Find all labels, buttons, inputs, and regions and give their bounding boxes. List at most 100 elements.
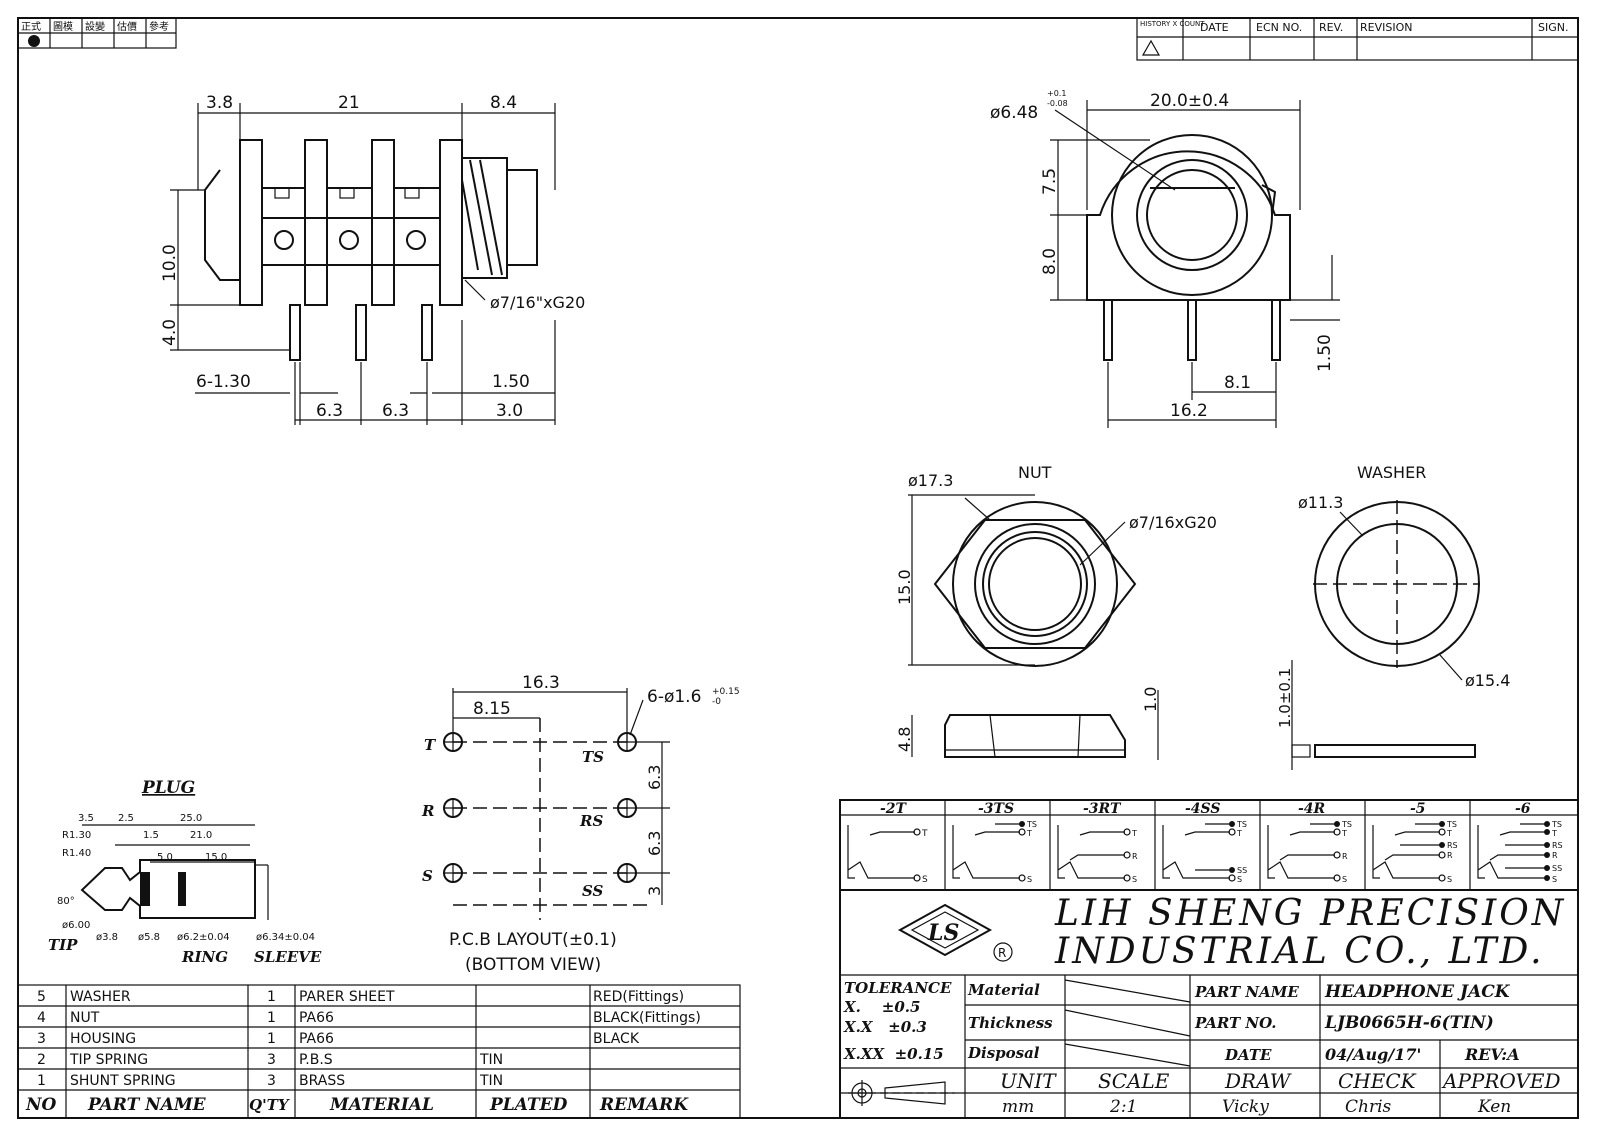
nut-thread: ø7/16xG20 — [1129, 513, 1217, 532]
washer-thickness: 1.0±0.1 — [1276, 668, 1294, 728]
thickness-label: Thickness — [968, 1014, 1053, 1032]
pcb-caption-2: (BOTTOM VIEW) — [465, 955, 601, 975]
vp-2-2: S — [1132, 875, 1137, 884]
pcb-dim-total: 16.3 — [522, 673, 560, 693]
plug-dim-5: 21.0 — [190, 830, 212, 841]
corner-h0: 正式 — [21, 20, 41, 33]
tolerance-title: TOLERANCE — [844, 979, 952, 997]
vp-4-0: TS — [1341, 820, 1352, 829]
corner-header: 正式 圖模 設變 估價 參考 — [17, 17, 177, 49]
rev-h5: SIGN. — [1538, 21, 1568, 34]
vp-0-0: T — [921, 829, 928, 839]
plug-dim-12: ø5.8 — [138, 932, 160, 943]
pcb-pin-ts: TS — [582, 748, 604, 766]
pcb-hole-r — [443, 798, 463, 818]
washer-inner: ø11.3 — [1298, 493, 1343, 512]
vp-6-4: SS — [1552, 864, 1562, 873]
unit-value: mm — [1002, 1097, 1034, 1117]
bom-h0: NO — [25, 1095, 57, 1115]
schematic-3ts: TS T S — [952, 820, 1037, 884]
vp-2-0: T — [1131, 829, 1137, 838]
bom-r1-c5: BLACK(Fittings) — [593, 1010, 701, 1026]
pcb-hole-ts — [617, 732, 637, 752]
plug-title: PLUG — [141, 778, 195, 798]
schematic-4ss: TS T SS S — [1162, 820, 1247, 884]
plug-dim-1: 2.5 — [118, 813, 134, 824]
vp-5-3: R — [1447, 851, 1453, 860]
variant-h2: -3RT — [1083, 801, 1122, 817]
bom-r2-c2: 1 — [267, 1031, 276, 1047]
vp-1-0: TS — [1026, 820, 1037, 829]
bom-r1-c0: 4 — [37, 1010, 46, 1026]
front-dim-left-1: 8.0 — [1040, 248, 1060, 275]
date-label: DATE — [1224, 1046, 1272, 1064]
part-name: HEADPHONE JACK — [1324, 982, 1511, 1002]
bom-h5: REMARK — [599, 1095, 689, 1115]
front-width: 20.0±0.4 — [1150, 91, 1229, 111]
vp-3-0: TS — [1236, 820, 1247, 829]
bom-r0-c2: 1 — [267, 989, 276, 1005]
plug-label-ring: RING — [181, 948, 228, 966]
washer-outer: ø15.4 — [1465, 671, 1510, 690]
nut-height: 15.0 — [895, 569, 914, 605]
vp-3-2: SS — [1237, 866, 1247, 875]
date-value: 04/Aug/17' — [1325, 1045, 1421, 1064]
scale-label: SCALE — [1098, 1069, 1170, 1093]
draw-label: DRAW — [1224, 1069, 1292, 1093]
side-dim-left-0: 10.0 — [160, 244, 180, 282]
pcb-pin-s: S — [422, 867, 433, 885]
side-thread-label: ø7/16"xG20 — [490, 293, 585, 312]
corner-h4: 參考 — [149, 20, 169, 33]
front-hole-tol-plus: +0.1 — [1047, 89, 1066, 98]
nut-view: NUT ø17.3 ø7/16xG20 15.0 4.8 1.0 — [895, 463, 1217, 760]
approved-label: APPROVED — [1441, 1069, 1561, 1093]
plug-dim-10: ø6.00 — [62, 920, 90, 931]
variant-h4: -4R — [1298, 801, 1325, 817]
bom-r2-c0: 3 — [37, 1031, 46, 1047]
bom-r4-c2: 3 — [267, 1073, 276, 1089]
vp-1-2: S — [1027, 875, 1032, 884]
variant-h3: -4SS — [1185, 801, 1220, 817]
bom-r3-c1: TIP SPRING — [69, 1052, 148, 1068]
bom-r2-c1: HOUSING — [70, 1031, 136, 1047]
pcb-spacing-1: 6.3 — [645, 831, 664, 856]
corner-h3: 估價 — [117, 20, 137, 33]
pcb-hole-s — [443, 863, 463, 883]
draw-value: Vicky — [1222, 1097, 1269, 1117]
nut-thickness: 4.8 — [895, 727, 914, 752]
bom-r1-c3: PA66 — [299, 1010, 334, 1026]
pcb-spacing-2: 3 — [645, 886, 664, 896]
bom-r4-c4: TIN — [479, 1073, 503, 1089]
tolerance-2: X.XX ±0.15 — [843, 1045, 944, 1063]
bom-h1: PART NAME — [87, 1095, 207, 1115]
plug-dim-4: 1.5 — [143, 830, 159, 841]
pcb-pin-rs: RS — [579, 812, 603, 830]
bom-r4-c0: 1 — [37, 1073, 46, 1089]
plug-dim-0: 3.5 — [78, 813, 94, 824]
bom-r0-c5: RED(Fittings) — [593, 989, 684, 1005]
rev-h0: HISTORY X COUNT — [1140, 20, 1205, 28]
unit-label: UNIT — [1000, 1069, 1057, 1093]
front-hole-label: ø6.48 — [990, 103, 1038, 123]
pcb-pin-r: R — [421, 802, 434, 820]
vp-0-1: S — [922, 875, 928, 885]
pcb-hole-rs — [617, 798, 637, 818]
schematic-3rt: T R S — [1057, 825, 1138, 884]
pcb-spacing-0: 6.3 — [645, 765, 664, 790]
vp-6-3: R — [1552, 851, 1558, 860]
warning-triangle-icon — [1141, 39, 1161, 56]
tolerance-1: X.X ±0.3 — [843, 1018, 927, 1036]
approved-value: Ken — [1477, 1097, 1511, 1117]
nut-diameter: ø17.3 — [908, 471, 953, 490]
plug-label-tip: TIP — [48, 936, 78, 954]
pcb-hole-tol-minus: -0 — [712, 697, 721, 707]
front-view: 20.0±0.4 ø6.48 +0.1 -0.08 7.5 8.0 1.50 — [990, 89, 1340, 428]
side-dim-bottom-4: 3.0 — [496, 401, 523, 421]
bom-h2: Q'TY — [249, 1096, 290, 1114]
plug-dim-7: 5.0 — [157, 852, 173, 863]
rev-h2: ECN NO. — [1256, 21, 1302, 34]
vp-6-5: S — [1552, 875, 1557, 884]
side-dim-left-1: 4.0 — [160, 319, 180, 346]
check-label: CHECK — [1338, 1069, 1417, 1093]
plug-dim-6: R1.40 — [62, 848, 91, 859]
